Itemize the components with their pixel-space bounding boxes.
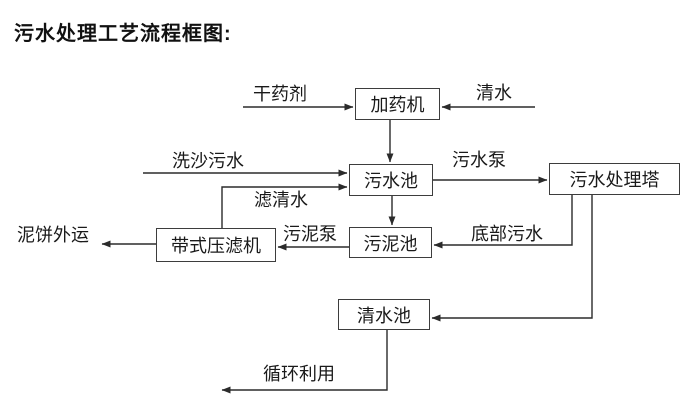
recycling-arrow	[221, 330, 388, 394]
node-sewage-pool-label: 污水池	[364, 171, 418, 191]
edge-label-sewage-pump: 污水泵	[452, 150, 506, 170]
filtered-water-arrow	[221, 183, 348, 228]
node-clean-water-pool: 清水池	[338, 299, 430, 330]
edge-label-recycling: 循环利用	[263, 364, 335, 384]
node-belt-filter-press-label: 带式压滤机	[171, 236, 261, 256]
edge-label-clean-water: 清水	[476, 83, 512, 103]
node-treatment-tower: 污水处理塔	[549, 163, 680, 195]
node-treatment-tower-label: 污水处理塔	[569, 170, 660, 190]
node-dosing-machine-label: 加药机	[370, 95, 425, 115]
node-sludge-pool: 污泥池	[349, 227, 432, 258]
node-clean-water-pool-label: 清水池	[357, 305, 411, 326]
node-belt-filter-press: 带式压滤机	[156, 228, 276, 262]
node-dosing-machine: 加药机	[355, 88, 440, 120]
edge-label-sludge-pump: 污泥泵	[283, 224, 337, 244]
edge-label-mud-cake-outbound: 泥饼外运	[17, 225, 89, 245]
node-sewage-pool: 污水池	[349, 164, 433, 196]
edge-label-dry-agent: 干药剂	[253, 84, 307, 104]
edge-label-bottom-sewage: 底部污水	[471, 224, 543, 244]
node-sludge-pool-label: 污泥池	[363, 233, 418, 254]
bottom-sewage-arrow	[433, 195, 573, 249]
edge-label-sand-washing-sewage: 洗沙污水	[172, 151, 244, 171]
edge-label-filtered-water: 滤清水	[254, 190, 308, 210]
page-title: 污水处理工艺流程框图:	[14, 23, 232, 45]
tower-to-clean-pool-arrow	[431, 195, 593, 322]
